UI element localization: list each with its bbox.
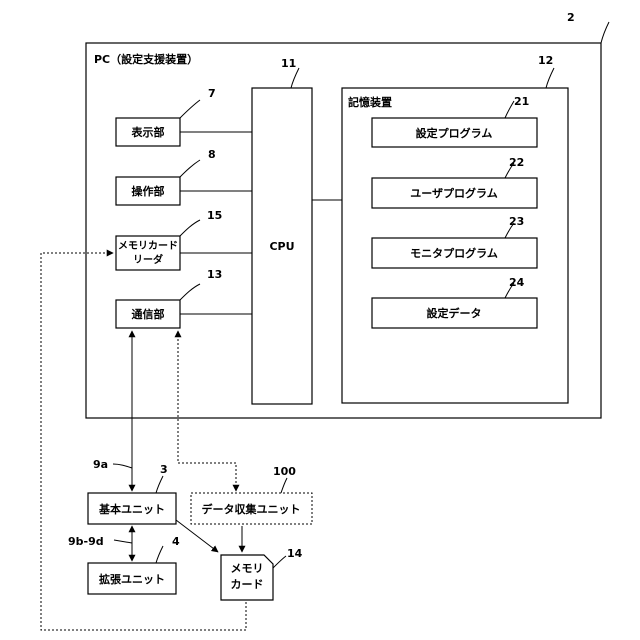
data-collection-ref-leader [281,478,287,493]
memory-card-ref: 14 [287,547,303,560]
expansion-unit-label: 拡張ユニット [99,572,165,586]
monitor-program-label: モニタプログラム [410,246,498,260]
pc-title: PC（設定支援装置） [94,52,198,66]
memory-card-label-1: メモリ [231,562,264,575]
basic-unit-ref-leader [156,476,163,493]
expansion-link-label: 9b-9d [68,535,104,548]
display-label: 表示部 [131,125,165,139]
data-collection-unit-label: データ収集ユニット [202,502,301,516]
setting-data-label: 設定データ [427,306,482,320]
card-reader-label-1: メモリカード [118,240,178,252]
expansion-unit-ref-leader [156,546,163,563]
memory-card-label-2: カード [231,578,264,591]
data-collection-ref: 100 [273,465,296,478]
user-program-label: ユーザプログラム [410,186,497,200]
memory-card-ref-leader [273,556,286,568]
display-ref: 7 [208,87,216,100]
storage-title: 記憶装置 [348,95,392,109]
monitor-program-ref: 23 [509,215,524,228]
expansion-link-leader [114,540,132,543]
basic-unit-card-arrow [176,520,218,552]
setting-program-label: 設定プログラム [416,126,493,140]
card-reader-label-2: リーダ [133,253,163,266]
basic-unit-ref: 3 [160,463,168,476]
card-reader-ref: 15 [207,209,222,222]
setting-program-ref: 21 [514,95,529,108]
pc-ref: 2 [567,11,575,24]
operation-label: 操作部 [132,184,165,198]
pc-link-leader [113,464,132,468]
operation-ref: 8 [208,148,216,161]
cpu-label: CPU [269,240,294,253]
pc-ref-leader [601,22,609,43]
communication-label: 通信部 [132,307,165,321]
communication-ref: 13 [207,268,222,281]
cpu-ref: 11 [281,57,296,70]
user-program-ref: 22 [509,156,524,169]
setting-data-ref: 24 [509,276,525,289]
expansion-unit-ref: 4 [172,535,180,548]
basic-unit-label: 基本ユニット [98,502,165,516]
storage-ref: 12 [538,54,553,67]
pc-link-label: 9a [93,458,108,471]
